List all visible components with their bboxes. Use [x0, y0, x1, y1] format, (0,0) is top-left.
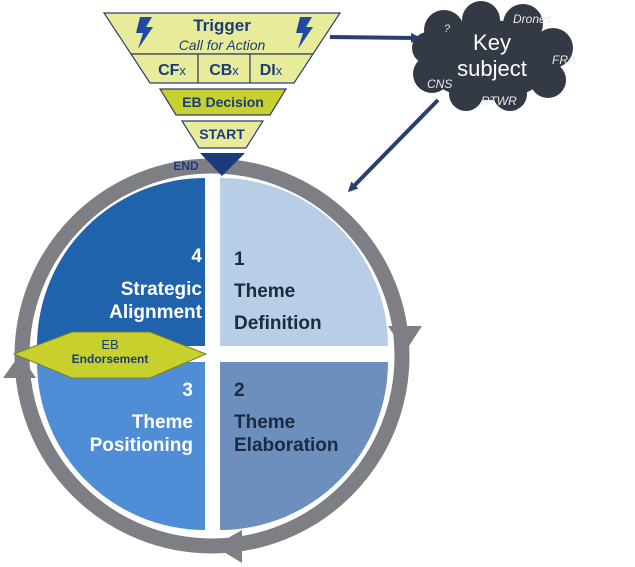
start-label: START: [199, 126, 245, 142]
funnel-dix-cell[interactable]: [249, 53, 315, 84]
quadrant-1-label-line2: Definition: [234, 313, 322, 334]
trigger-label: Trigger: [193, 16, 251, 35]
quadrant-2-label-line1: Theme: [234, 412, 295, 433]
cloud-tag-cns: CNS: [427, 77, 452, 91]
quadrant-4-label-line1: Strategic: [121, 279, 203, 300]
arrow-cloud-to-cycle: [347, 98, 440, 193]
quadrant-3-label-line1: Theme: [132, 412, 193, 433]
quadrant-2-shape[interactable]: [220, 362, 388, 530]
dix-label: DIx: [260, 62, 283, 79]
funnel-start-band[interactable]: [180, 120, 265, 149]
eb-decision-label: EB Decision: [182, 94, 264, 110]
lightning-icon-right: [296, 17, 313, 49]
ring-arrowhead-right: [388, 326, 422, 352]
cloud-title-line1: Key: [473, 30, 511, 55]
endorsement-line2: Endorsement: [72, 352, 149, 366]
quadrant-4-label-line2: Alignment: [109, 302, 203, 323]
quadrant-4-number: 4: [191, 246, 202, 267]
quadrant-1-label-line1: Theme: [234, 281, 295, 302]
key-subject-cloud[interactable]: Key subject ? Drones FRA CNS RTWR: [412, 1, 576, 111]
cloud-tag-rtwr: RTWR: [481, 94, 517, 108]
funnel-eb-decision-band[interactable]: [158, 88, 288, 116]
quadrant-4-shape[interactable]: [37, 178, 205, 346]
call-for-action-label: Call for Action: [179, 37, 266, 53]
ring-arrowhead-left: [3, 354, 36, 378]
cloud-tag-question: ?: [444, 23, 451, 35]
cfx-label: CFx: [158, 62, 186, 79]
quadrant-3-shape[interactable]: [37, 362, 205, 530]
arrow-funnel-to-cloud: [329, 32, 421, 43]
end-label: END: [173, 159, 199, 173]
lightning-icon-left: [136, 17, 153, 49]
cloud-tag-fra: FRA: [552, 53, 576, 67]
cloud-title-line2: subject: [457, 56, 527, 81]
ring-arrowhead-bottom: [214, 530, 242, 563]
cloud-tag-drones: Drones: [513, 12, 552, 26]
quadrant-1-number: 1: [234, 249, 245, 270]
quadrant-2-number: 2: [234, 380, 245, 401]
quadrant-2-label-line2: Elaboration: [234, 435, 339, 456]
endorsement-line1: EB: [101, 337, 118, 352]
eb-endorsement-diamond[interactable]: EB Endorsement: [12, 331, 208, 379]
quadrant-1-shape[interactable]: [220, 178, 388, 346]
trigger-funnel: Trigger Call for Action CFx CBx DIx EB D…: [102, 12, 342, 176]
funnel-tip: [200, 153, 245, 176]
cbx-label: CBx: [209, 62, 239, 79]
quadrant-3-label-line2: Positioning: [90, 435, 193, 456]
quadrant-3-number: 3: [182, 380, 193, 401]
